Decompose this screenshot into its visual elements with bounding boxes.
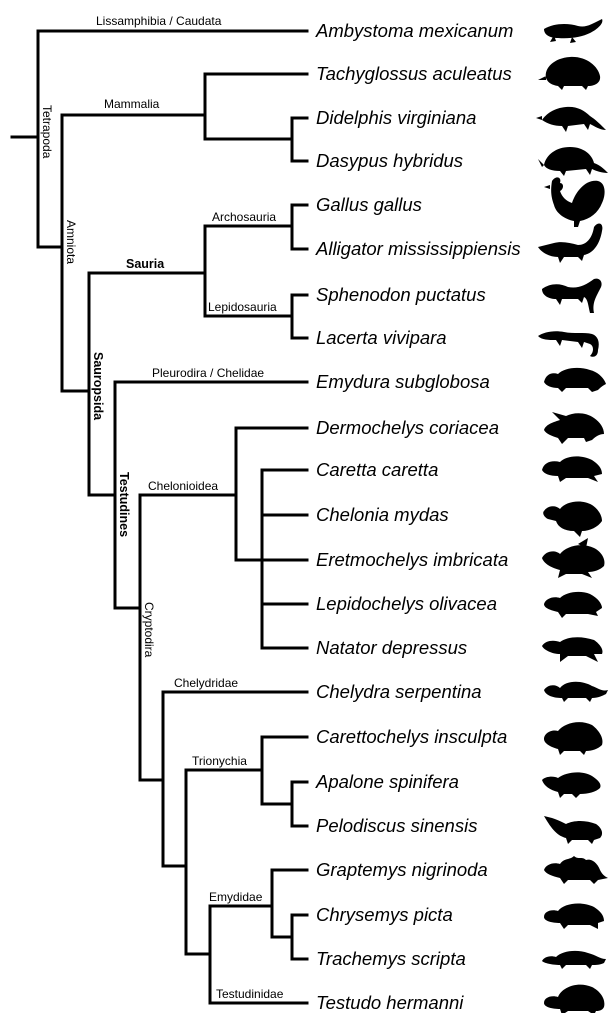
hawksbill-turtle-icon [542,538,605,578]
echidna-icon [538,57,600,90]
taxon-label-sphenodon: Sphenodon puctatus [316,284,486,305]
taxon-label-tachyglossus: Tachyglossus aculeatus [316,63,512,84]
salamander-icon [544,19,602,43]
taxon-label-lepidochelys: Lepidochelys olivacea [316,593,497,614]
opossum-icon [536,107,606,132]
taxon-label-gallus: Gallus gallus [316,194,422,215]
taxon-label-chrysemys: Chrysemys picta [316,904,453,925]
clade-label-chelonioidea: Chelonioidea [148,479,218,493]
clade-label-lissamphibia: Lissamphibia / Caudata [96,14,222,28]
clade-label-testudinidae: Testudinidae [216,987,284,1001]
taxon-label-emydura: Emydura subglobosa [316,371,490,392]
snapping-turtle-icon [544,682,608,702]
taxon-label-eretmochelys: Eretmochelys imbricata [316,549,508,570]
tortoise-icon [544,985,604,1013]
taxon-label-lacerta: Lacerta vivipara [316,327,447,348]
clade-label-emydidae: Emydidae [209,890,263,904]
rooster-icon [544,177,605,227]
taxon-label-chelydra: Chelydra serpentina [316,681,482,702]
clade-label-chelydridae: Chelydridae [174,676,238,690]
pig-nosed-turtle-icon [544,722,603,755]
clade-label-testudines: Testudines [117,472,131,537]
taxon-labels: Ambystoma mexicanum Tachyglossus aculeat… [315,20,521,1013]
taxon-label-trachemys: Trachemys scripta [316,948,466,969]
clade-label-tetrapoda: Tetrapoda [40,105,54,159]
clade-label-amniota: Amniota [64,220,78,264]
clade-label-pleurodira: Pleurodira / Chelidae [152,366,264,380]
clade-label-trionychia: Trionychia [192,754,247,768]
chinese-softshell-icon [544,816,602,844]
taxon-label-pelodiscus: Pelodiscus sinensis [316,815,477,836]
clade-label-archosauria: Archosauria [212,210,276,224]
taxon-label-ambystoma: Ambystoma mexicanum [315,20,513,41]
taxon-label-alligator: Alligator mississippiensis [315,238,521,259]
taxon-label-chelonia: Chelonia mydas [316,504,449,525]
painted-turtle-icon [544,904,604,929]
taxon-label-caretta: Caretta caretta [316,459,438,480]
taxon-label-didelphis: Didelphis virginiana [316,107,476,128]
taxon-label-apalone: Apalone spinifera [315,771,459,792]
taxon-label-dermochelys: Dermochelys coriacea [316,417,499,438]
side-necked-turtle-icon [544,368,606,392]
green-turtle-icon [543,502,602,537]
olive-ridley-turtle-icon [544,592,602,618]
taxon-label-testudo: Testudo hermanni [316,992,464,1013]
lizard-icon [538,331,599,357]
softshell-turtle-icon [542,772,601,798]
taxon-label-carettochelys: Carettochelys insculpta [316,726,507,747]
clade-label-sauropsida: Sauropsida [91,352,105,421]
flatback-turtle-icon [542,637,603,662]
taxon-label-natator: Natator depressus [316,637,467,658]
slider-turtle-icon [542,951,606,969]
clade-label-sauria: Sauria [126,257,165,271]
silhouettes [536,19,608,1013]
map-turtle-icon [544,856,608,884]
alligator-icon [538,224,602,263]
taxon-label-graptemys: Graptemys nigrinoda [316,859,488,880]
loggerhead-turtle-icon [542,456,602,482]
clade-label-mammalia: Mammalia [104,97,160,111]
leatherback-turtle-icon [544,412,604,444]
taxon-label-dasypus: Dasypus hybridus [316,150,463,171]
armadillo-icon [538,147,608,176]
clade-label-lepidosauria: Lepidosauria [208,300,277,314]
tree-branches [12,31,307,1003]
clade-label-cryptodira: Cryptodira [142,602,156,658]
tuatara-icon [542,279,602,313]
